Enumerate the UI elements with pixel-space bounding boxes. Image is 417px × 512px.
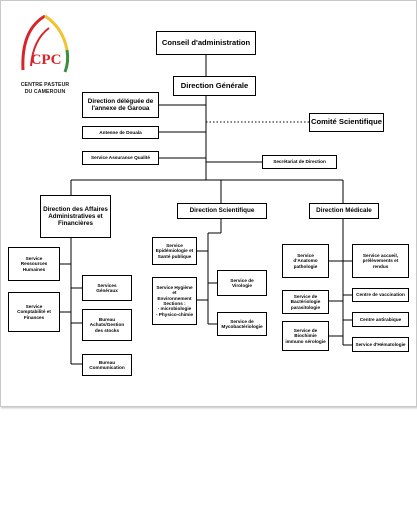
node-comite-scientifique: Comité Scientifique bbox=[309, 113, 384, 132]
cpc-logo: CPC bbox=[21, 14, 70, 73]
node-conseil-administration: Conseil d'administration bbox=[156, 31, 256, 55]
node-direction-generale: Direction Générale bbox=[173, 76, 256, 96]
node-direction-affaires-administratives: Direction des Affaires Administratives e… bbox=[40, 195, 111, 238]
logo-caption-line2: DU CAMEROUN bbox=[24, 89, 66, 95]
node-secretariat-direction: Secrétariat de Direction bbox=[262, 155, 337, 169]
node-centre-antirabique: Centre antirabique bbox=[352, 312, 409, 327]
logo-caption-line1: CENTRE PASTEUR bbox=[20, 82, 70, 88]
node-direction-deleguee-garoua: Direction déléguée de l'annexe de Garoua bbox=[82, 92, 159, 118]
logo-inner-red bbox=[30, 27, 50, 67]
node-direction-medicale: Direction Médicale bbox=[309, 203, 379, 219]
node-service-assurance-qualite: Service Assurance Qualité bbox=[82, 151, 159, 165]
node-bureau-communication: Bureau Communication bbox=[82, 354, 132, 376]
node-antenne-douala: Antenne de Douala bbox=[82, 126, 159, 139]
node-centre-vaccination: Centre de vaccination bbox=[352, 288, 409, 302]
node-service-virologie: Service de Virologie bbox=[217, 270, 267, 296]
logo-yellow-arc bbox=[44, 14, 69, 51]
node-service-biochimie: Service de Biochimie immuno sérologie bbox=[282, 321, 329, 351]
node-service-ressources-humaines: Service Ressources Humaines bbox=[8, 247, 60, 281]
node-service-epidemiologie: Service Epidémiologie et Santé publique bbox=[152, 237, 197, 265]
node-service-bacteriologie: Service de Bactériologie parasitologie bbox=[282, 290, 329, 314]
logo-green-arc bbox=[63, 49, 70, 73]
node-service-hematologie: Service d'Hématologie bbox=[352, 337, 409, 352]
node-services-generaux: Services Généraux bbox=[82, 275, 132, 301]
node-service-mycobacteriologie: Service de Mycobactériologie bbox=[217, 312, 267, 336]
logo-red-arc bbox=[21, 14, 46, 71]
node-service-comptabilite-finances: Service Comptabilité et Finances bbox=[8, 292, 60, 332]
node-service-hygiene-environnement: Service Hygiène et Environnement Section… bbox=[152, 277, 197, 325]
node-bureau-achats: Bureau Achats/Gestion des stocks bbox=[82, 309, 132, 341]
logo-monogram: CPC bbox=[31, 52, 62, 68]
node-direction-scientifique: Direction Scientifique bbox=[177, 203, 267, 219]
node-service-accueil: Service accueil, prélèvements et rendus bbox=[352, 244, 409, 278]
node-service-anatomo-pathologie: Service d'Anatomo pathologie bbox=[282, 244, 329, 278]
